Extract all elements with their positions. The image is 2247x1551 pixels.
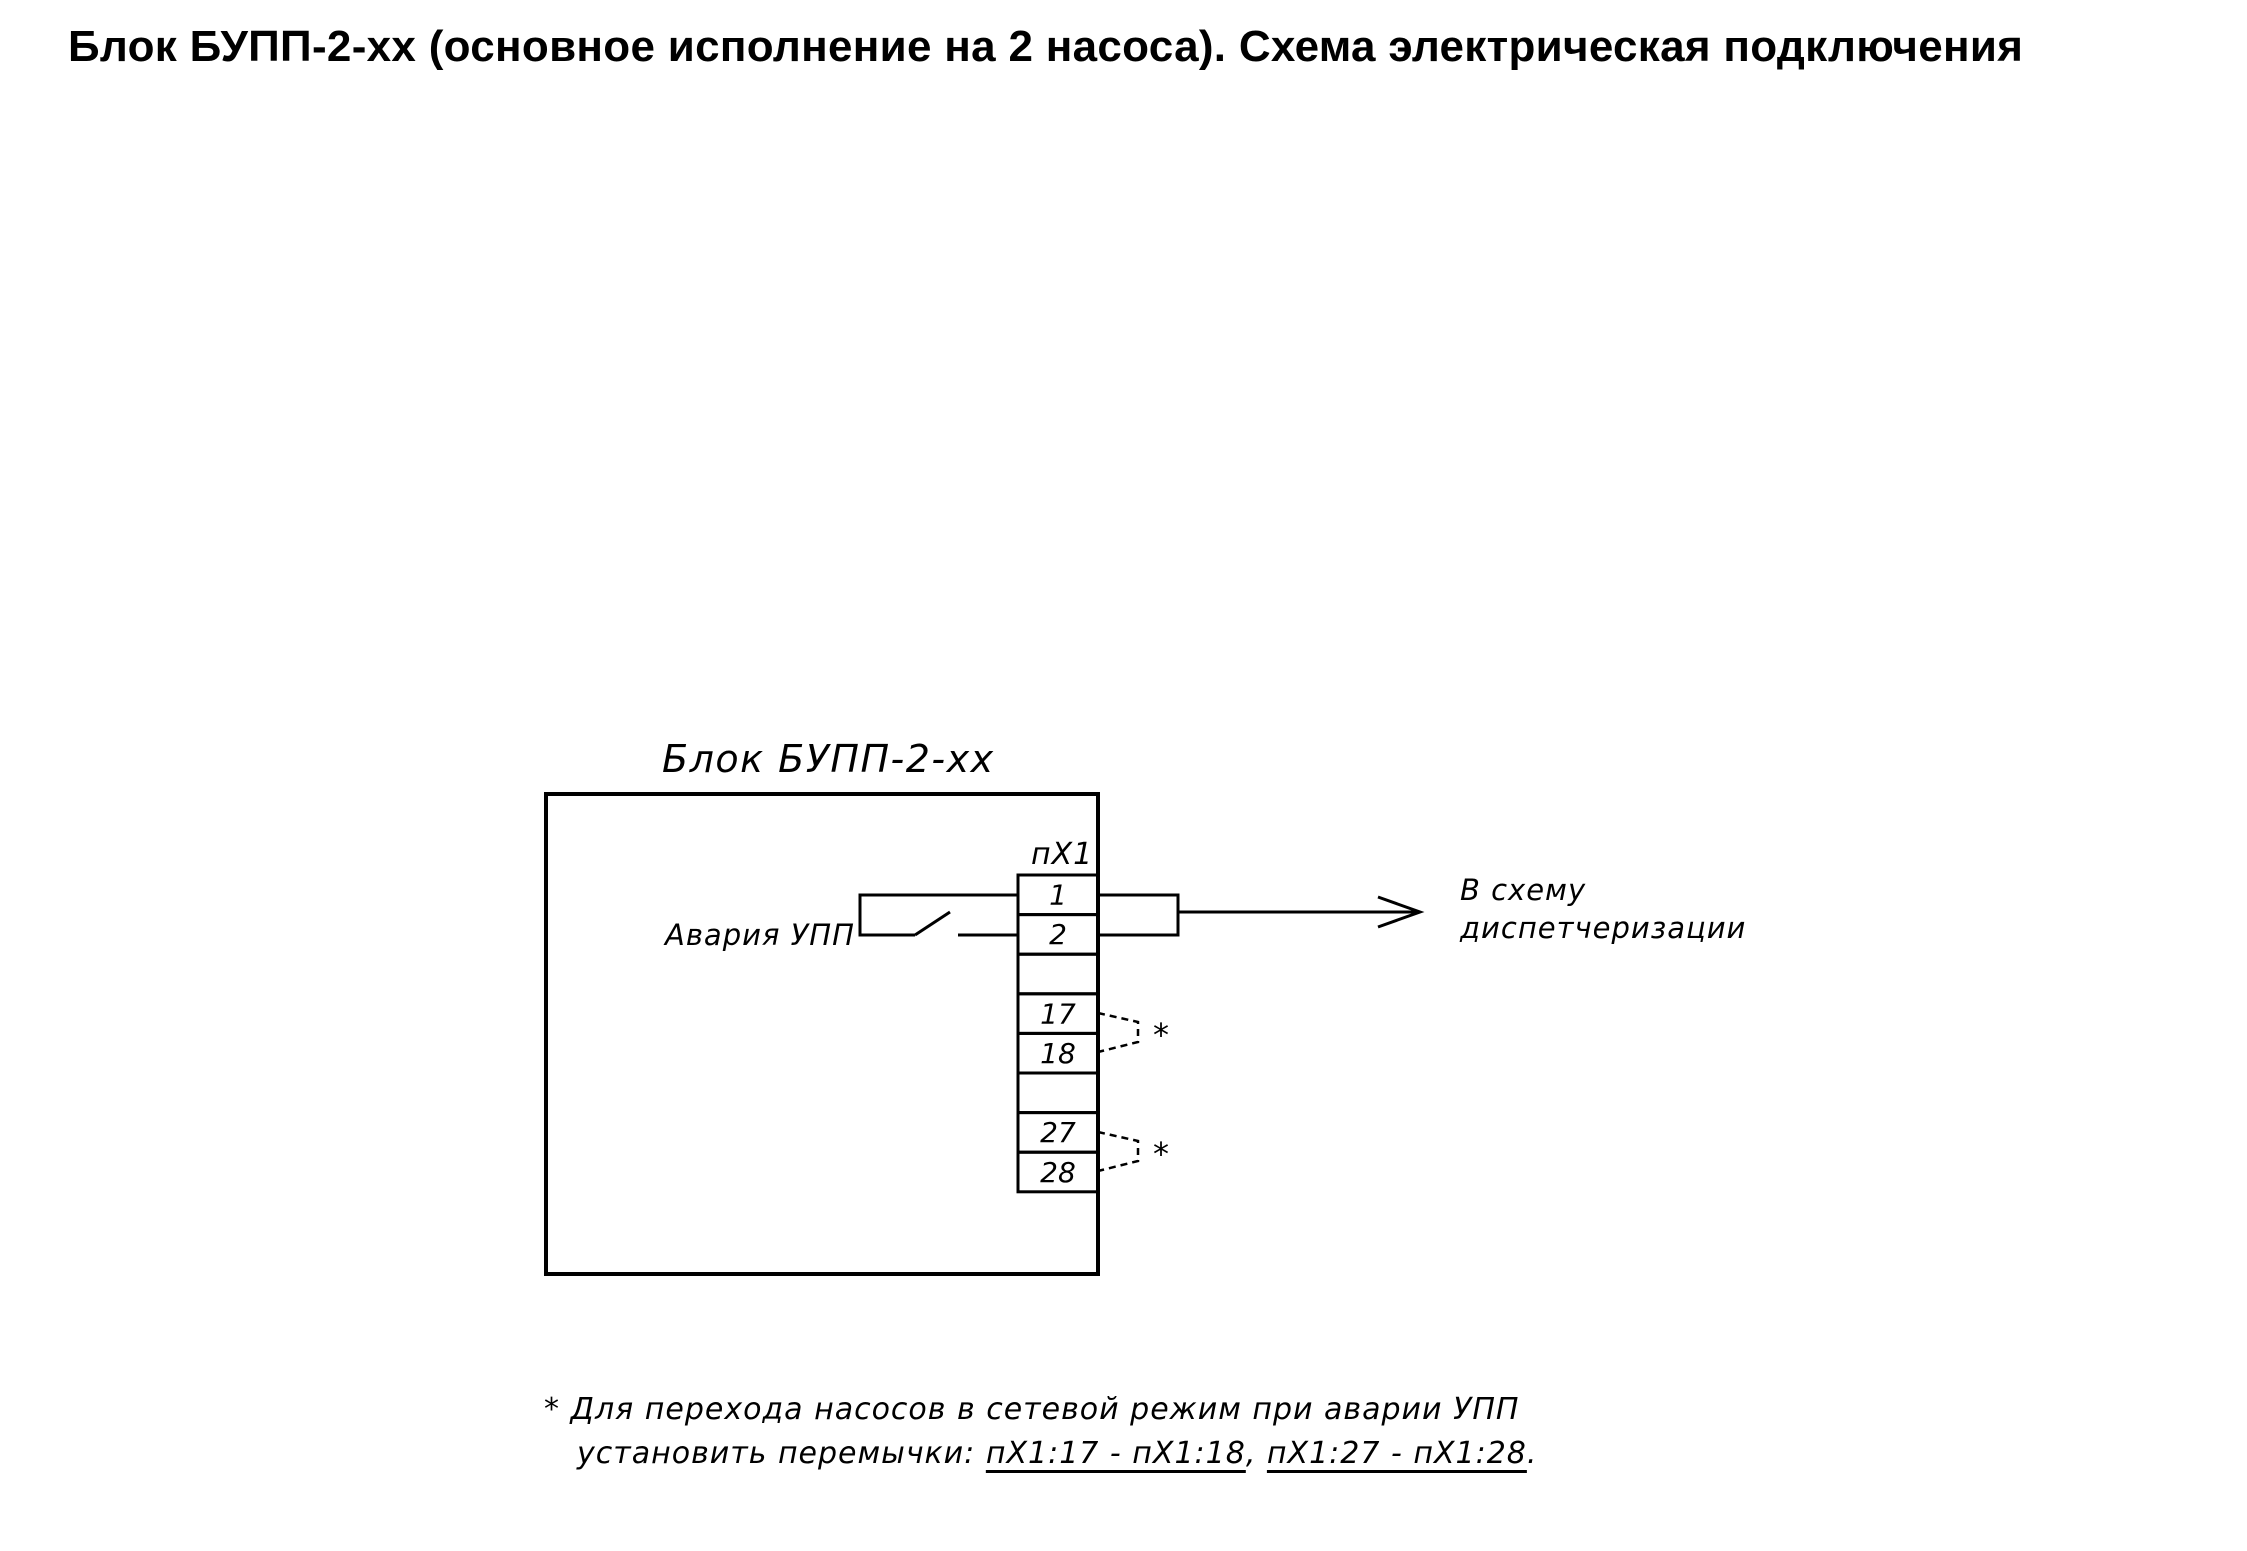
terminal-strip: 1 2 17 18 27 28 bbox=[1016, 873, 1100, 1194]
block-label: Блок БУПП-2-хх bbox=[662, 737, 995, 781]
footnote-text-1: Для перехода насосов в сетевой режим при… bbox=[570, 1392, 1520, 1427]
footnote-prefix: установить перемычки: bbox=[577, 1436, 976, 1471]
terminal-number: 17 bbox=[1040, 997, 1076, 1030]
page-title: Блок БУПП-2-хх (основное исполнение на 2… bbox=[68, 22, 2024, 71]
terminal-number: 27 bbox=[1040, 1116, 1076, 1149]
terminal-number: 1 bbox=[1049, 879, 1067, 912]
block-outline bbox=[544, 792, 1100, 1276]
jumper-mark-2: * bbox=[1153, 1135, 1169, 1173]
footnote-end: . bbox=[1526, 1436, 1538, 1471]
output-label-line2: диспетчеризации bbox=[1459, 911, 1746, 945]
terminal-number: 2 bbox=[1049, 918, 1067, 951]
jumper-mark-1: * bbox=[1153, 1016, 1169, 1054]
output-label-line1: В схему bbox=[1460, 873, 1586, 907]
connector-label: пХ1 bbox=[1031, 837, 1093, 872]
jumper-27-28 bbox=[1097, 1130, 1140, 1173]
terminal-cell bbox=[1016, 952, 1100, 996]
terminal-cell bbox=[1016, 1071, 1100, 1115]
footnote-line-2: установить перемычки: пХ1:17 - пХ1:18, п… bbox=[544, 1432, 1537, 1476]
output-line bbox=[1098, 893, 1425, 937]
footnote-line-1: * Для перехода насосов в сетевой режим п… bbox=[544, 1388, 1537, 1432]
terminal-cell bbox=[1016, 1150, 1100, 1194]
alarm-contact bbox=[858, 893, 1018, 937]
jumper-17-18 bbox=[1097, 1011, 1140, 1054]
footnote-star: * bbox=[544, 1392, 560, 1427]
footnote-jumper-1: пХ1:17 - пХ1:18 bbox=[985, 1436, 1246, 1471]
footnote-jumper-2: пХ1:27 - пХ1:28 bbox=[1266, 1436, 1527, 1471]
footnote: * Для перехода насосов в сетевой режим п… bbox=[544, 1388, 1537, 1476]
terminal-number: 18 bbox=[1040, 1037, 1076, 1070]
terminal-number: 28 bbox=[1040, 1156, 1076, 1189]
footnote-separator: , bbox=[1245, 1436, 1257, 1471]
alarm-contact-label: Авария УПП bbox=[663, 918, 855, 952]
